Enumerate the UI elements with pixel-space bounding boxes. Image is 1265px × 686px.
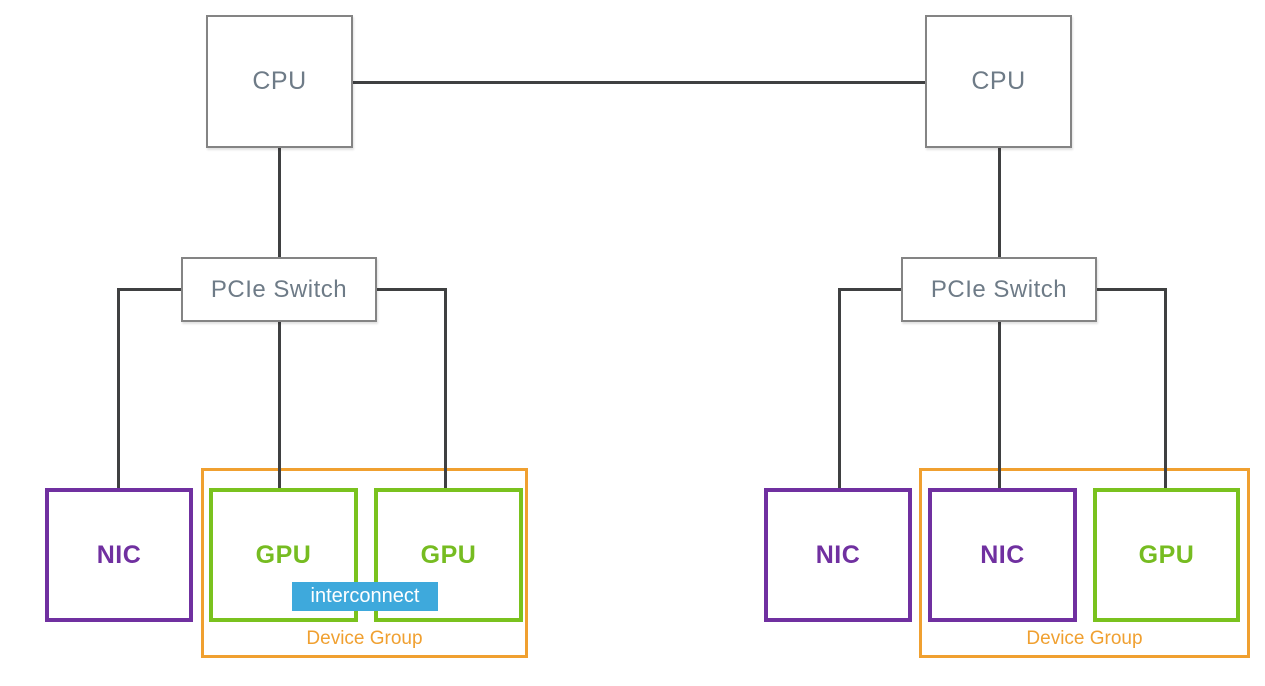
- pcie-switch-right-box: PCIe Switch: [901, 257, 1097, 322]
- nic-right-outer-box: NIC: [764, 488, 912, 622]
- cpu-left-label: CPU: [252, 67, 307, 95]
- pcie-switch-left-box: PCIe Switch: [181, 257, 377, 322]
- cpu-left-box: CPU: [206, 15, 353, 148]
- nic-left-label: NIC: [96, 540, 142, 569]
- device-group-right-frame: Device Group: [919, 468, 1250, 658]
- device-group-left-frame: Device Group: [201, 468, 528, 658]
- device-group-right-label: Device Group: [1026, 628, 1143, 649]
- gpu-left-2-label: GPU: [420, 540, 477, 569]
- nic-right-outer-label: NIC: [815, 540, 861, 569]
- right-pcie-to-nic-outer-line-v: [838, 288, 841, 488]
- left-cpu-to-pcie-line: [278, 148, 281, 257]
- right-pcie-to-nic-outer-line-h: [838, 288, 901, 291]
- cpu-right-box: CPU: [925, 15, 1072, 148]
- right-pcie-to-gpu-line-v: [1164, 288, 1167, 488]
- cpu-right-label: CPU: [971, 67, 1026, 95]
- nic-left-box: NIC: [45, 488, 193, 622]
- pcie-switch-left-label: PCIe Switch: [210, 275, 348, 303]
- nic-right-inner-box: NIC: [928, 488, 1077, 622]
- left-pcie-to-nic-line-v: [117, 288, 120, 488]
- gpu-right-label: GPU: [1138, 540, 1195, 569]
- gpu-left-2-box: GPU: [374, 488, 523, 622]
- nic-right-inner-label: NIC: [980, 540, 1025, 569]
- left-pcie-to-gpu1-line: [278, 322, 281, 488]
- pcie-switch-right-label: PCIe Switch: [930, 275, 1068, 303]
- interconnect-label: interconnect: [310, 585, 420, 607]
- right-pcie-to-nic-inner-line: [998, 322, 1001, 488]
- device-group-left-label: Device Group: [306, 628, 423, 649]
- interconnect-badge: interconnect: [292, 582, 438, 611]
- left-pcie-to-gpu2-line-h: [377, 288, 447, 291]
- gpu-right-box: GPU: [1093, 488, 1240, 622]
- left-pcie-to-nic-line-h: [117, 288, 181, 291]
- cpu-to-cpu-link-line: [353, 81, 925, 84]
- right-cpu-to-pcie-line: [998, 148, 1001, 257]
- right-pcie-to-gpu-line-h: [1097, 288, 1167, 291]
- left-pcie-to-gpu2-line-v: [444, 288, 447, 488]
- gpu-left-1-label: GPU: [255, 540, 312, 569]
